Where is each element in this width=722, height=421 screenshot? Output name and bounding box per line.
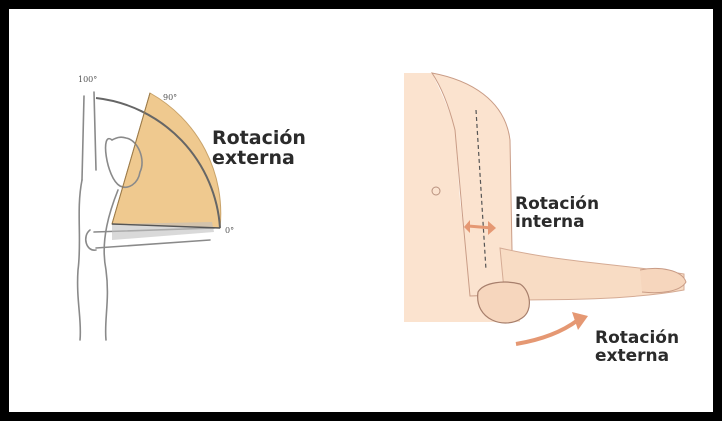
internal-label-line2: interna	[515, 214, 599, 232]
internal-rotation-label: Rotación interna	[515, 196, 599, 232]
external-rotation-label: Rotación externa	[595, 330, 679, 366]
external-rotation-arrow	[516, 320, 578, 344]
external-label-line2: externa	[595, 348, 679, 366]
